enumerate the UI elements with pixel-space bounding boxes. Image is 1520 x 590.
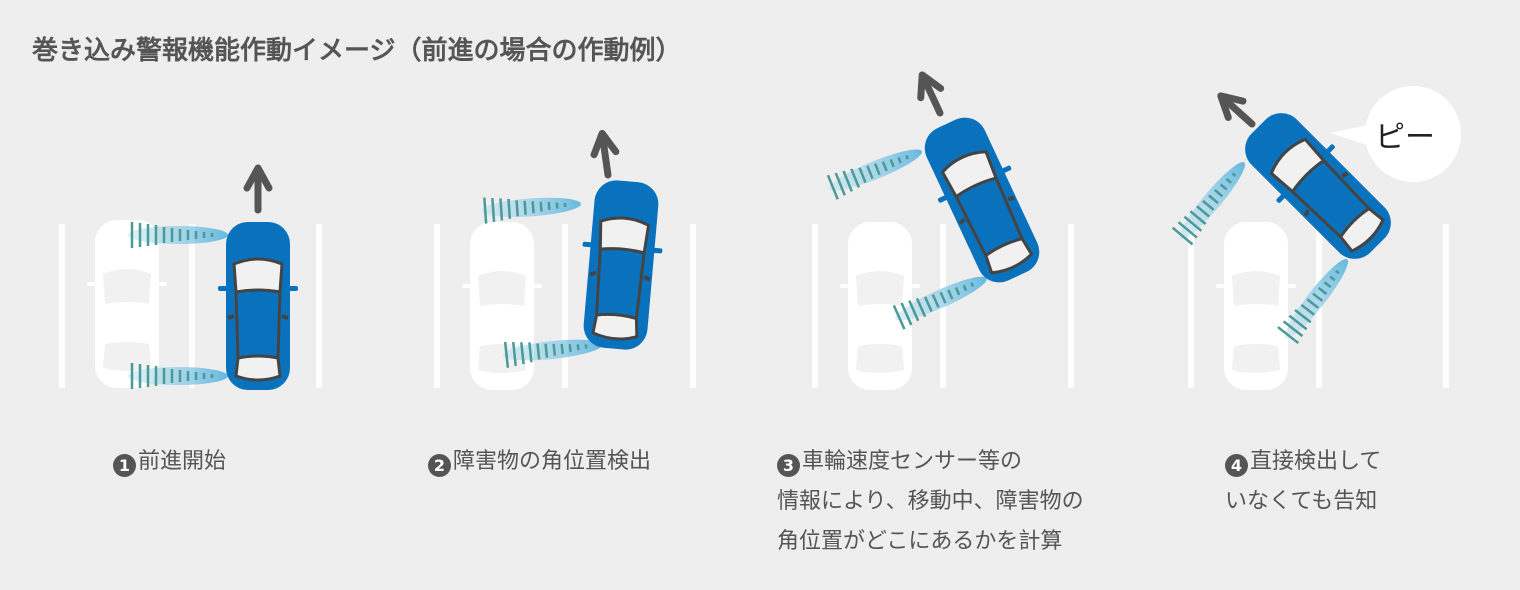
- caption-line: いなくても告知: [1225, 489, 1378, 514]
- caption-line: 角位置がどこにあるかを計算: [777, 529, 1063, 554]
- step-number-badge: 2: [428, 454, 451, 477]
- parking-lines: [59, 224, 322, 388]
- parked-car: [462, 222, 542, 390]
- caption-line: 障害物の角位置検出: [453, 449, 652, 474]
- caption-line: 情報により、移動中、障害物の: [777, 489, 1084, 514]
- scene-1: [59, 168, 322, 392]
- caption-line: 車輪速度センサー等の: [802, 449, 1023, 474]
- scene-4: [1168, 86, 1461, 390]
- parking-lines: [434, 224, 696, 388]
- sensor-beam: [823, 137, 928, 203]
- step-number-badge: 3: [777, 454, 800, 477]
- diagram-title: 巻き込み警報機能作動イメージ（前進の場合の作動例）: [32, 36, 682, 66]
- caption-line: 前進開始: [138, 449, 227, 474]
- parked-car: [87, 220, 167, 388]
- direction-arrow-icon: [247, 168, 269, 210]
- speech-bubble: [1330, 86, 1461, 182]
- step-number-badge: 1: [113, 454, 136, 477]
- ego-car: [571, 175, 671, 355]
- direction-arrow-icon: [591, 132, 619, 177]
- ego-car: [908, 104, 1056, 296]
- scene-2: [434, 132, 696, 390]
- direction-arrow-icon: [912, 70, 950, 117]
- scene-3: [812, 70, 1074, 390]
- sensor-beam: [479, 189, 584, 226]
- step-number-badge: 4: [1225, 454, 1248, 477]
- caption-line: 直接検出して: [1250, 449, 1382, 474]
- ego-car: [216, 220, 300, 392]
- direction-arrow-icon: [1213, 88, 1259, 132]
- speech-bubble-text: ピー: [1375, 120, 1435, 155]
- parked-car: [1216, 222, 1296, 390]
